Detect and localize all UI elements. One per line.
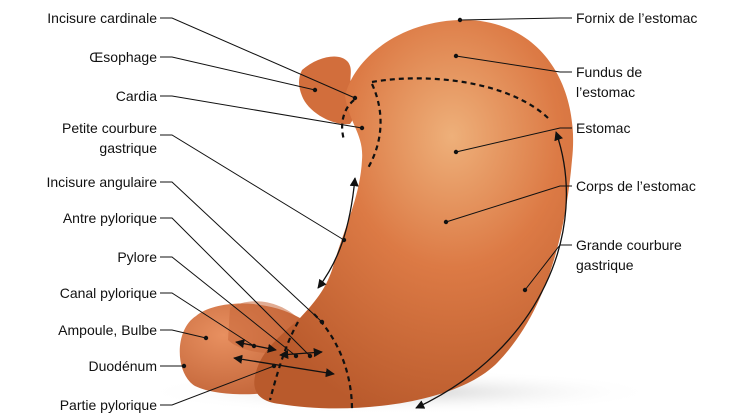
label-fornix: Fornix de l’estomac bbox=[576, 10, 697, 26]
right-labels: Fornix de l’estomac Fundus de l’estomac … bbox=[576, 10, 697, 273]
label-estomac: Estomac bbox=[576, 120, 630, 136]
leader-oesophagus bbox=[160, 57, 315, 90]
label-grande-courbure-line2: gastrique bbox=[576, 257, 634, 273]
label-incisure-angulaire: Incisure angulaire bbox=[46, 174, 157, 190]
left-labels: Incisure cardinale Œsophage Cardia Petit… bbox=[46, 10, 157, 413]
leader-petite-courbure bbox=[160, 135, 344, 240]
label-corps: Corps de l’estomac bbox=[576, 178, 696, 194]
leader-fornix bbox=[460, 18, 572, 20]
label-oesophagus: Œsophage bbox=[89, 49, 157, 65]
label-petite-courbure-line2: gastrique bbox=[99, 140, 157, 156]
label-partie-pylorique: Partie pylorique bbox=[60, 397, 157, 413]
label-duodenum: Duodénum bbox=[89, 358, 158, 374]
label-antre-pylorique: Antre pylorique bbox=[63, 210, 157, 226]
label-ampoule-bulbe: Ampoule, Bulbe bbox=[58, 322, 157, 338]
label-fundus-line1: Fundus de bbox=[576, 64, 642, 80]
label-petite-courbure-line1: Petite courbure bbox=[62, 120, 157, 136]
label-pylore: Pylore bbox=[117, 249, 157, 265]
label-fundus-line2: l’estomac bbox=[576, 84, 635, 100]
label-grande-courbure-line1: Grande courbure bbox=[576, 237, 682, 253]
label-canal-pylorique: Canal pylorique bbox=[60, 285, 157, 301]
label-cardia: Cardia bbox=[116, 88, 157, 104]
label-incisure-cardinale: Incisure cardinale bbox=[47, 10, 157, 26]
